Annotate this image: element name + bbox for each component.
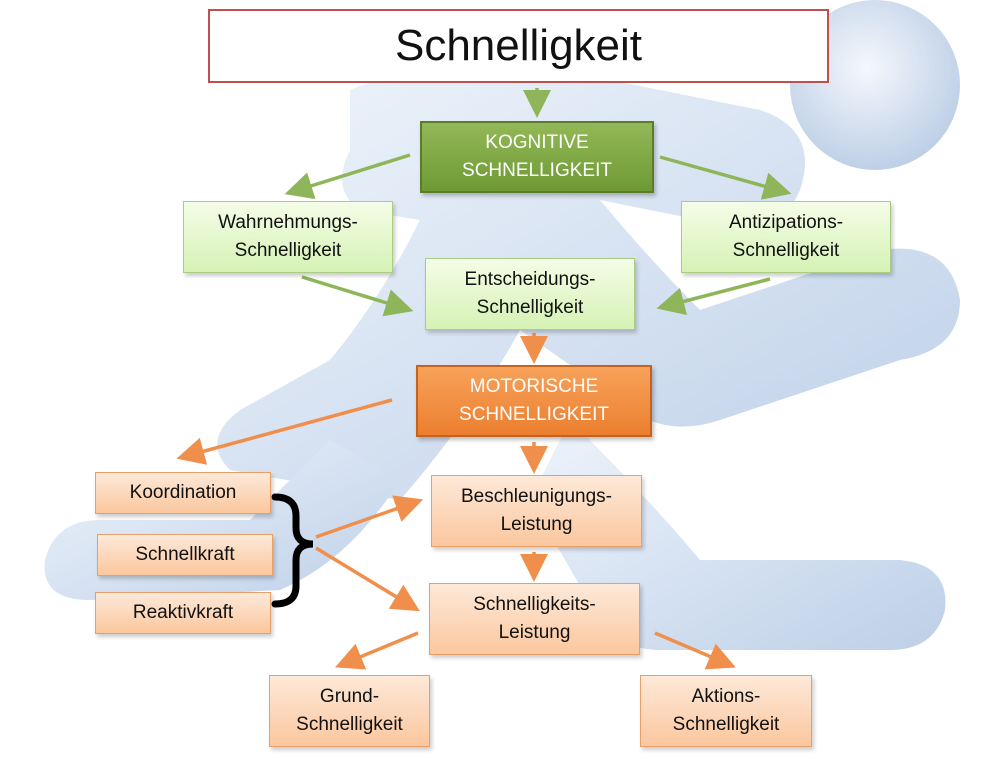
- arrow-motorische-to-koordination: [176, 398, 393, 465]
- node-grund-schnelligkeit: Grund- Schnelligkeit: [269, 675, 430, 747]
- node-label: Grund- Schnelligkeit: [296, 686, 403, 735]
- node-label: Aktions- Schnelligkeit: [672, 686, 780, 735]
- node-label: MOTORISCHE SCHNELLIGKEIT: [459, 376, 609, 425]
- title-label: Schnelligkeit: [394, 21, 643, 71]
- node-label: Koordination: [129, 482, 237, 504]
- node-label: Antizipations- Schnelligkeit: [728, 212, 844, 261]
- node-schnellkraft: Schnellkraft: [97, 534, 273, 576]
- node-kognitive-schnelligkeit: KOGNITIVE SCHNELLIGKEIT: [420, 121, 654, 193]
- node-koordination: Koordination: [95, 472, 271, 514]
- node-label: KOGNITIVE SCHNELLIGKEIT: [462, 132, 612, 181]
- node-beschleunigungs-leistung: Beschleunigungs- Leistung: [431, 475, 642, 547]
- node-label: Wahrnehmungs- Schnelligkeit: [218, 212, 358, 261]
- curly-brace-icon: [271, 493, 314, 608]
- arrow-kognitive-to-wahrnehmung: [284, 153, 411, 200]
- node-label: Schnellkraft: [135, 544, 235, 566]
- arrow-antizipation-to-entscheidung: [656, 277, 771, 316]
- node-wahrnehmungs-schnelligkeit: Wahrnehmungs- Schnelligkeit: [183, 201, 393, 273]
- arrow-brace-to-beschleunigung: [315, 495, 424, 539]
- node-antizipations-schnelligkeit: Antizipations- Schnelligkeit: [681, 201, 891, 273]
- node-entscheidungs-schnelligkeit: Entscheidungs- Schnelligkeit: [425, 258, 635, 330]
- arrow-kognitive-to-antizipation: [659, 155, 792, 200]
- node-label: Reaktivkraft: [132, 602, 234, 624]
- node-aktions-schnelligkeit: Aktions- Schnelligkeit: [640, 675, 812, 747]
- node-reaktivkraft: Reaktivkraft: [95, 592, 271, 634]
- arrow-schnelligkeitsleistung-to-grund: [335, 631, 419, 670]
- node-schnelligkeits-leistung: Schnelligkeits- Leistung: [429, 583, 640, 655]
- arrow-brace-to-schnelligkeitsleistung: [315, 546, 420, 612]
- node-label: Beschleunigungs- Leistung: [460, 486, 613, 535]
- node-motorische-schnelligkeit: MOTORISCHE SCHNELLIGKEIT: [416, 365, 652, 437]
- node-label: Entscheidungs- Schnelligkeit: [464, 269, 596, 318]
- node-label: Schnelligkeits- Leistung: [473, 594, 596, 643]
- arrow-schnelligkeitsleistung-to-aktion: [654, 631, 736, 670]
- arrow-wahrnehmung-to-entscheidung: [301, 275, 414, 317]
- diagram-title: Schnelligkeit: [208, 9, 829, 83]
